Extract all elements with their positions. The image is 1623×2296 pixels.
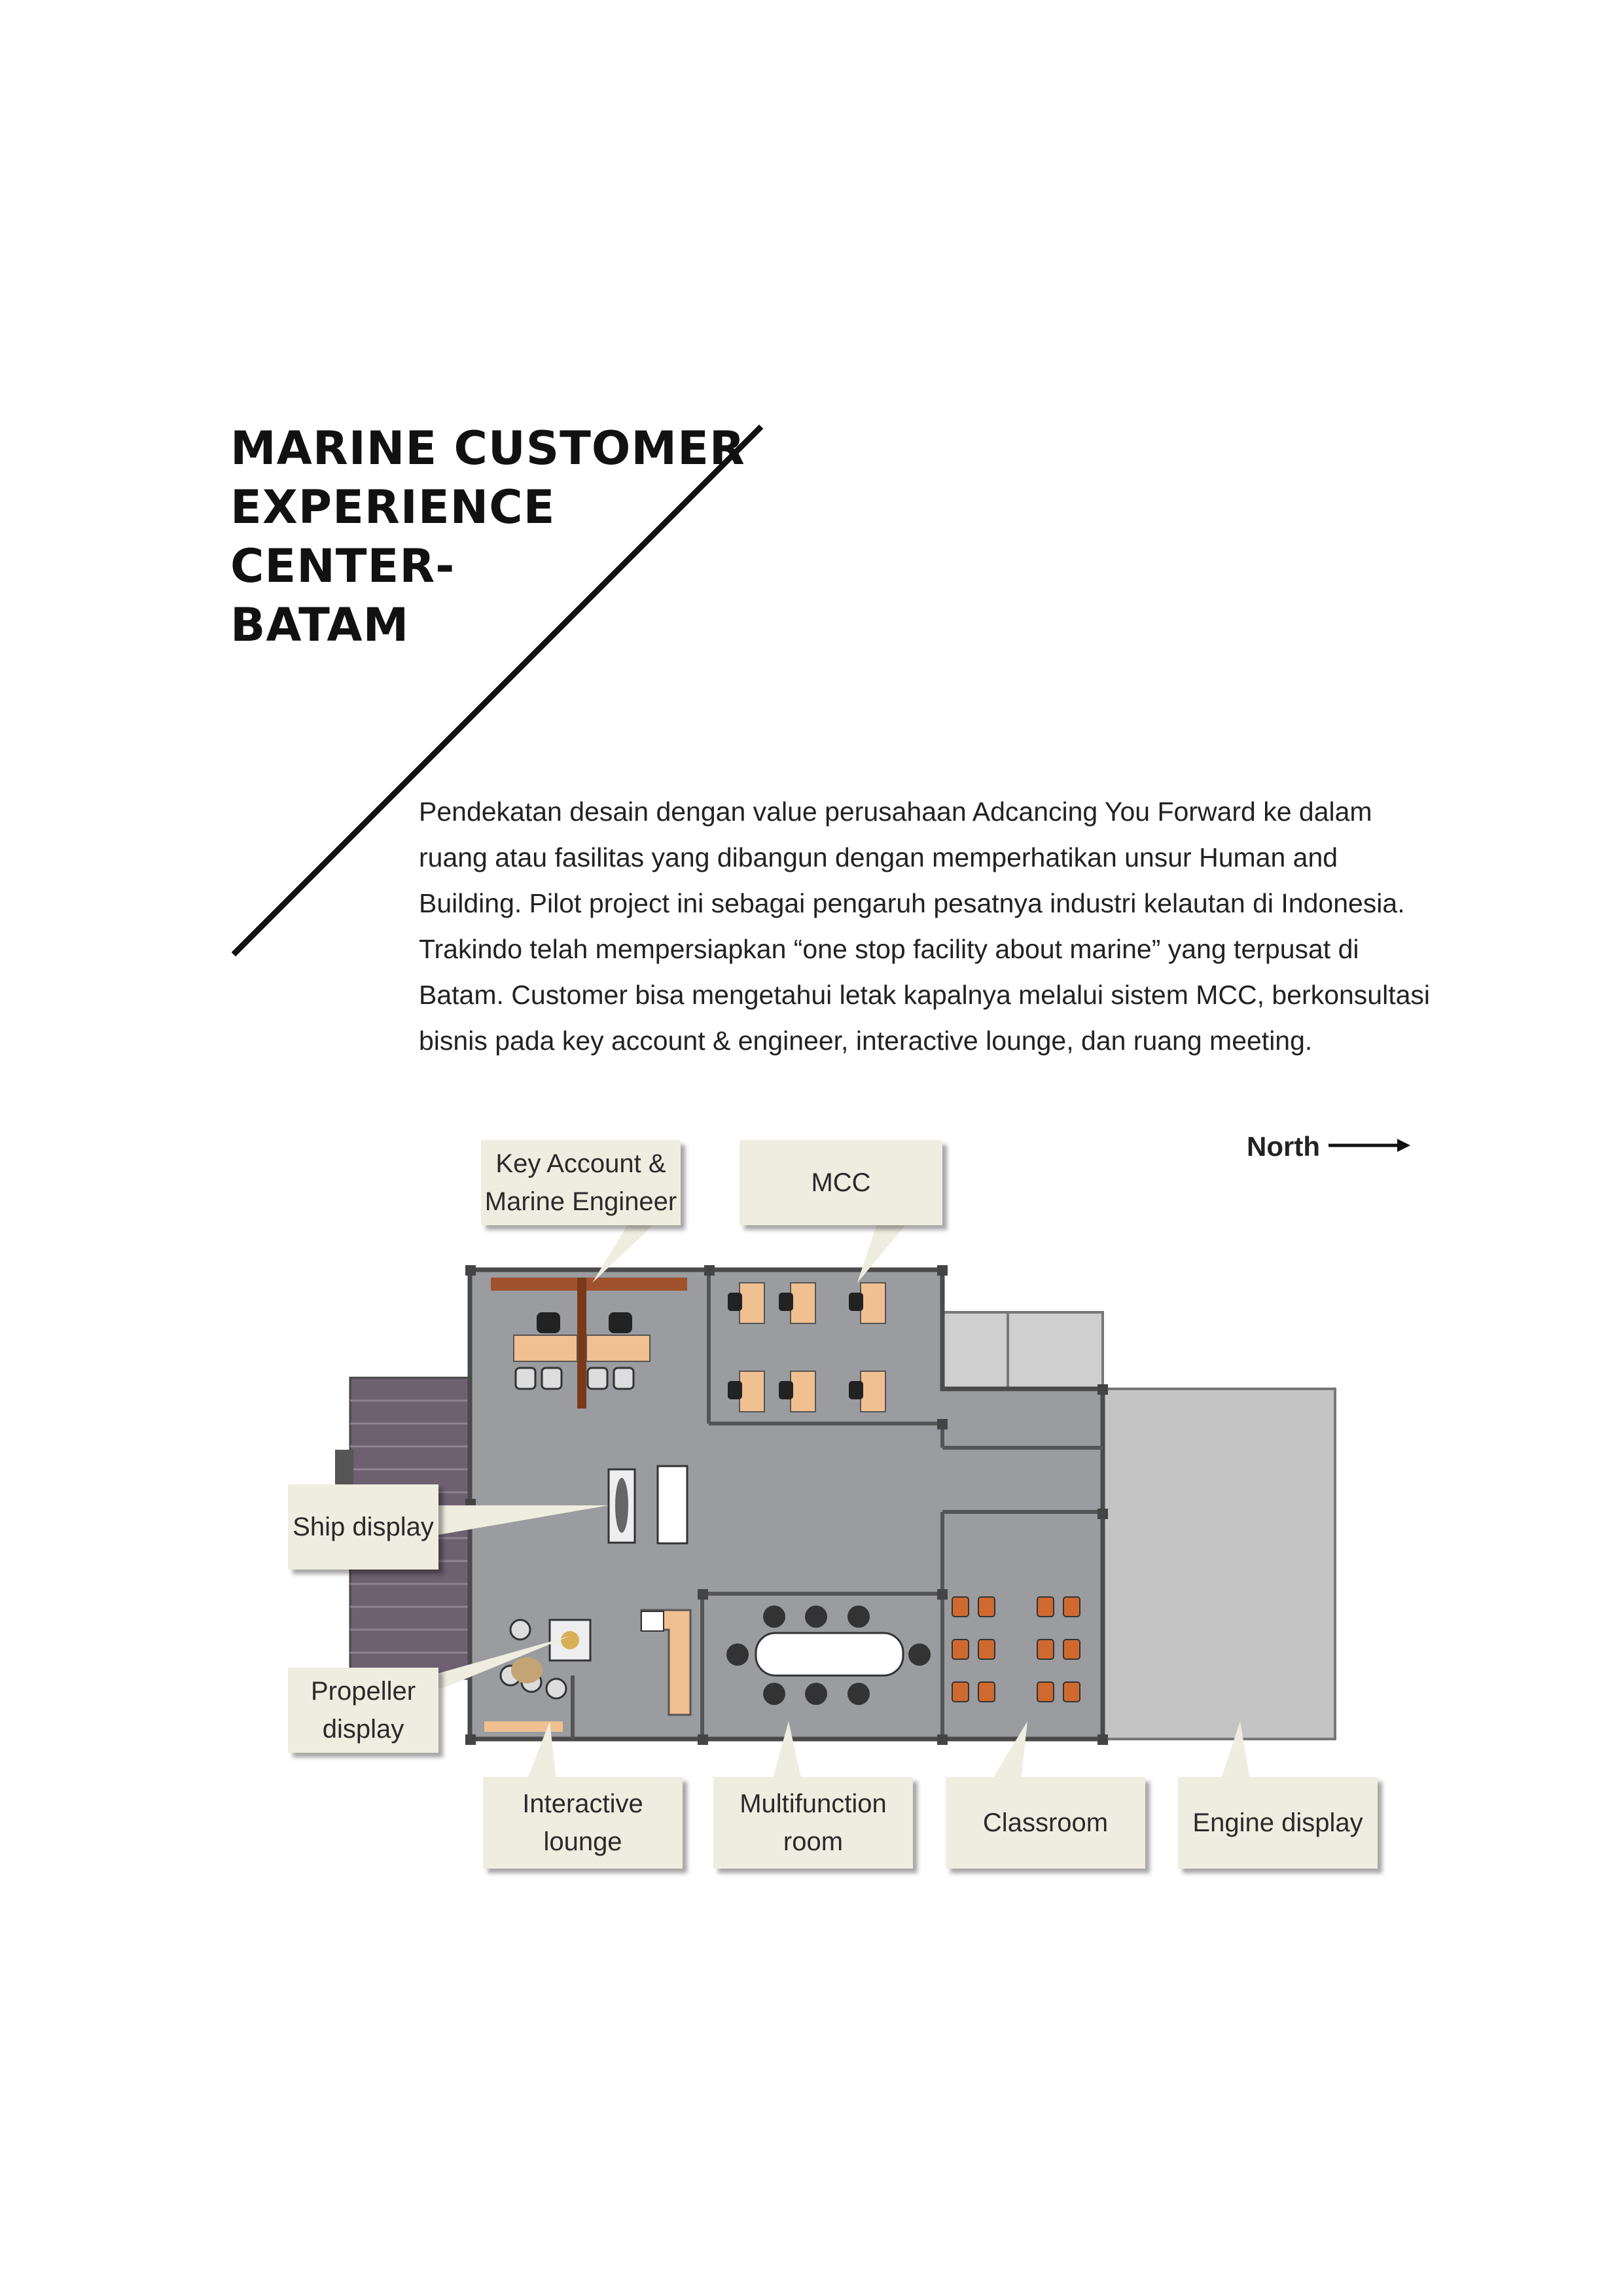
lounge-bench <box>484 1721 563 1732</box>
callout-key-account-line-1: Key Account & <box>495 1149 666 1178</box>
callout-propeller-display-line-2: display <box>322 1715 404 1744</box>
title-line-4: Batam <box>230 598 410 652</box>
callout-multifunction-room-line-1: Multifunction <box>740 1789 887 1818</box>
interior-walls <box>571 1270 1103 1739</box>
description-line-5: Batam. Customer bisa mengetahui letak ka… <box>419 980 1431 1010</box>
description-line-2: ruang atau fasilitas yang dibangun denga… <box>419 842 1338 872</box>
key-account-desk-left <box>513 1335 578 1362</box>
title-line-3: Center- <box>230 539 455 593</box>
classroom-seats <box>952 1596 1080 1702</box>
callout-engine-display-line-1: Engine display <box>1192 1808 1363 1837</box>
annex-box-2 <box>1007 1311 1104 1391</box>
mcc-chairs <box>728 1293 863 1399</box>
callout-mcc-line-1: MCC <box>811 1168 871 1197</box>
meeting-table <box>755 1632 904 1677</box>
description-line-3: Building. Pilot project ini sebagai peng… <box>419 888 1405 918</box>
meeting-chairs <box>726 1605 931 1705</box>
office-chairs-black <box>537 1312 632 1333</box>
callout-propeller-display: Propeller display <box>288 1668 438 1753</box>
page-title: Marine Customer Experience Center- Batam <box>230 419 745 655</box>
callout-mcc: MCC <box>740 1140 942 1225</box>
callout-multifunction-room-line-2: room <box>783 1827 844 1856</box>
title-line-1: Marine Customer <box>230 422 745 475</box>
lounge-cabinet <box>641 1611 664 1632</box>
callout-interactive-lounge-line-1: Interactive <box>522 1789 643 1818</box>
visitor-chairs <box>514 1367 635 1390</box>
callout-interactive-lounge: Interactive lounge <box>483 1777 683 1869</box>
callout-classroom: Classroom <box>946 1777 1145 1869</box>
callout-key-account: Key Account & Marine Engineer <box>481 1140 681 1225</box>
callout-interactive-lounge-line-2: lounge <box>543 1827 622 1856</box>
callout-pointers <box>419 1224 1250 1780</box>
description-line-1: Pendekatan desain dengan value perusahaa… <box>419 797 1372 827</box>
description-line-6: bisnis pada key account & engineer, inte… <box>419 1026 1313 1056</box>
wood-counter <box>491 1278 687 1291</box>
key-account-desk-right <box>586 1335 651 1362</box>
description-line-4: Trakindo telah mempersiapkan “one stop f… <box>419 934 1359 964</box>
callout-ship-display: Ship display <box>288 1484 438 1570</box>
engine-display-area <box>1101 1388 1336 1740</box>
lounge-table <box>511 1657 543 1683</box>
title-line-2: Experience <box>230 480 556 534</box>
annex-box-1 <box>941 1311 1009 1391</box>
wood-partition <box>577 1278 586 1408</box>
callout-classroom-line-1: Classroom <box>982 1808 1109 1837</box>
north-label: North <box>1247 1131 1320 1162</box>
north-arrow-icon <box>1329 1139 1410 1152</box>
callout-engine-display: Engine display <box>1178 1777 1378 1869</box>
callout-ship-display-line-1: Ship display <box>293 1513 434 1541</box>
ship-model <box>615 1478 628 1533</box>
ship-display-screen <box>656 1465 688 1545</box>
callout-key-account-line-2: Marine Engineer <box>484 1187 677 1216</box>
propeller-hub <box>561 1631 579 1649</box>
callout-multifunction-room: Multifunction room <box>713 1777 913 1869</box>
description-paragraph: Pendekatan desain dengan value perusahaa… <box>419 789 1479 1064</box>
wall-columns <box>465 1265 1108 1745</box>
callout-propeller-display-line-1: Propeller <box>310 1677 416 1706</box>
